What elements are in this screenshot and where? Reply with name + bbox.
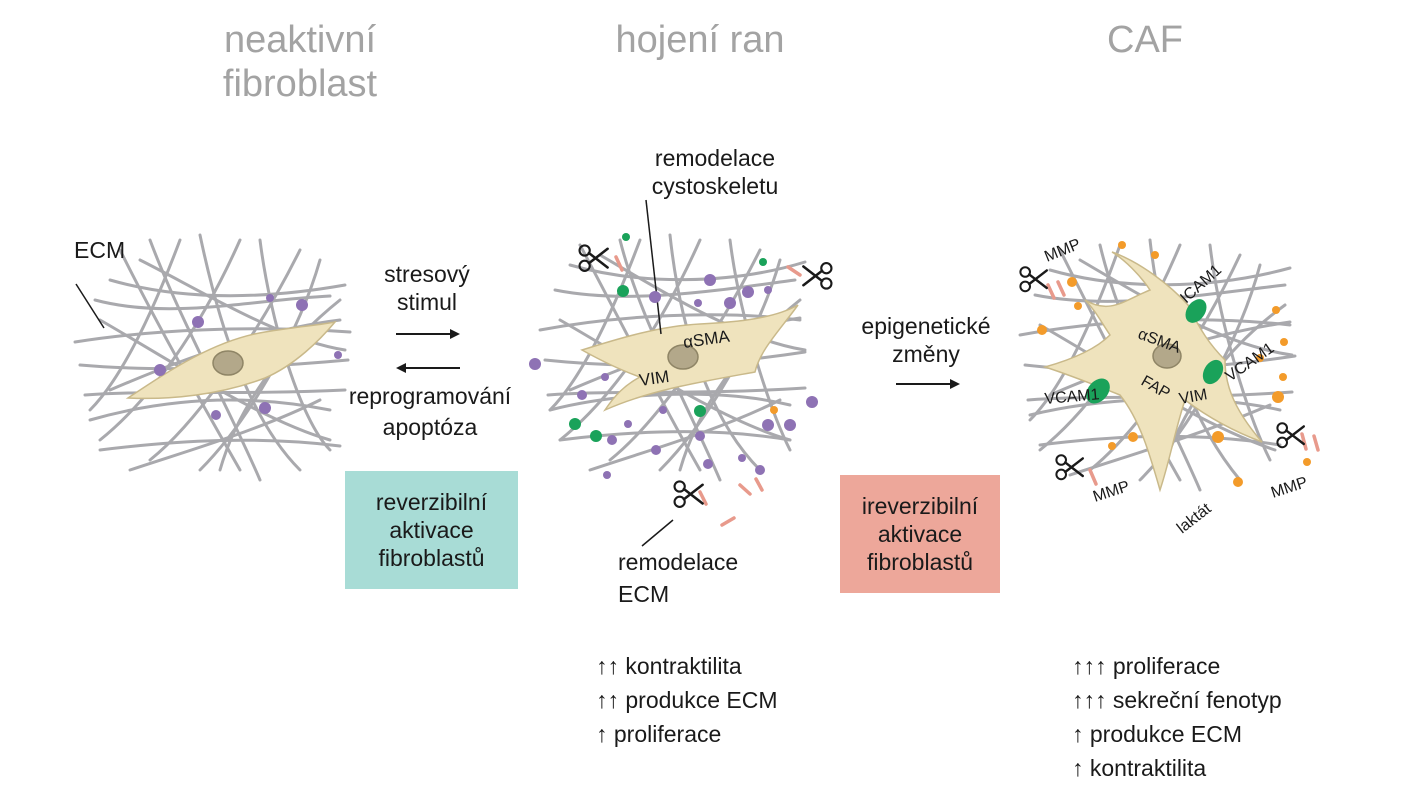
caf-orange-dots (1037, 241, 1311, 487)
label-ecm-remod-line1: remodelace (618, 549, 739, 575)
wound-pink-dashes (614, 255, 802, 527)
inactive-purple-dots (154, 294, 342, 420)
label-epi-line2: změny (892, 341, 960, 367)
ecm-remodel-pointer (641, 519, 674, 547)
cytoskeleton-pointer (645, 199, 662, 335)
label-stress-line2: stimul (396, 289, 458, 315)
label-stress-line1: stresový (384, 261, 470, 287)
list-item: ↑↑↑ proliferace (1072, 653, 1221, 679)
inactive-nucleus (212, 350, 244, 376)
scissors-icon (1019, 266, 1049, 293)
list-item: ↑ kontraktilita (1072, 755, 1207, 781)
caf-nucleus (1152, 343, 1182, 369)
label-cyto-line1: remodelace (654, 145, 776, 171)
caf-green-blob (1202, 359, 1224, 385)
ecm-pointer (75, 283, 105, 329)
wound-nucleus (667, 344, 699, 370)
list-item: ↑ produkce ECM (1072, 721, 1243, 747)
scissors-icon (1276, 422, 1306, 449)
box-reversible-line1: reverzibilní (375, 489, 488, 515)
label-cyto-line2: cystoskeletu (651, 173, 779, 199)
stage-title-caf: CAF (1107, 19, 1183, 61)
box-reversible-line2: aktivace (389, 517, 474, 543)
label-ecm-remodeling: remodelace ECM (618, 548, 738, 608)
scissors-icon (802, 261, 833, 290)
label-vim-caf: VIM (1178, 386, 1209, 408)
label-ecm: ECM (74, 237, 126, 263)
label-stress-stimulus: stresový stimul (372, 260, 482, 316)
label-epigenetic-changes: epigenetické změny (846, 312, 1006, 368)
label-cytoskeleton-remodeling: remodelace cystoskeletu (630, 144, 800, 200)
label-mmp-bottom-right: MMP (1269, 474, 1310, 502)
box-reversible-activation: reverzibilní aktivace fibroblastů (345, 471, 518, 589)
label-epi-line1: epigenetické (861, 313, 991, 339)
list-item: ↑↑ produkce ECM (596, 687, 778, 713)
label-reprog: reprogramování (348, 383, 512, 409)
box-irreversible-line1: ireverzibilní (861, 493, 979, 519)
list-item: ↑↑↑ sekreční fenotyp (1072, 687, 1282, 713)
box-irreversible-line3: fibroblastů (866, 549, 974, 575)
wound-green-dots (569, 233, 767, 442)
box-irreversible-activation: ireverzibilní aktivace fibroblastů (840, 475, 1000, 593)
stage-title-inactive: neaktivní fibroblast (180, 18, 420, 106)
caf-pink-dashes (1046, 280, 1320, 486)
wound-purple-dots (529, 274, 818, 479)
wound-orange-dot (770, 406, 778, 414)
list-item: ↑ proliferace (596, 721, 722, 747)
stage-title-inactive-line1: neaktivní (223, 19, 377, 61)
stage-title-wound: hojení ran (615, 19, 785, 61)
label-reprogramming: reprogramování apoptóza (330, 382, 530, 441)
stage-title-inactive-line2: fibroblast (222, 63, 378, 105)
label-apoptosis: apoptóza (382, 414, 478, 440)
label-laktat: laktát (1174, 500, 1215, 537)
caf-effects-list: ↑↑↑ proliferace ↑↑↑ sekreční fenotyp ↑ p… (1072, 649, 1282, 785)
label-vim-wound: VIM (638, 367, 671, 390)
scissors-icon (673, 480, 704, 509)
label-mmp-top: MMP (1042, 236, 1083, 266)
wound-effects-list: ↑↑ kontraktilita ↑↑ produkce ECM ↑ proli… (596, 649, 778, 751)
caf-cell (1042, 251, 1263, 493)
caf-green-blob (1086, 378, 1110, 404)
box-irreversible-line2: aktivace (877, 521, 963, 547)
list-item: ↑↑ kontraktilita (596, 653, 742, 679)
box-reversible-line3: fibroblastů (378, 545, 485, 571)
caf-green-blob (1185, 299, 1207, 323)
label-ecm-remod-line2: ECM (618, 581, 670, 607)
label-vcam1-left: VCAM1 (1044, 386, 1100, 408)
